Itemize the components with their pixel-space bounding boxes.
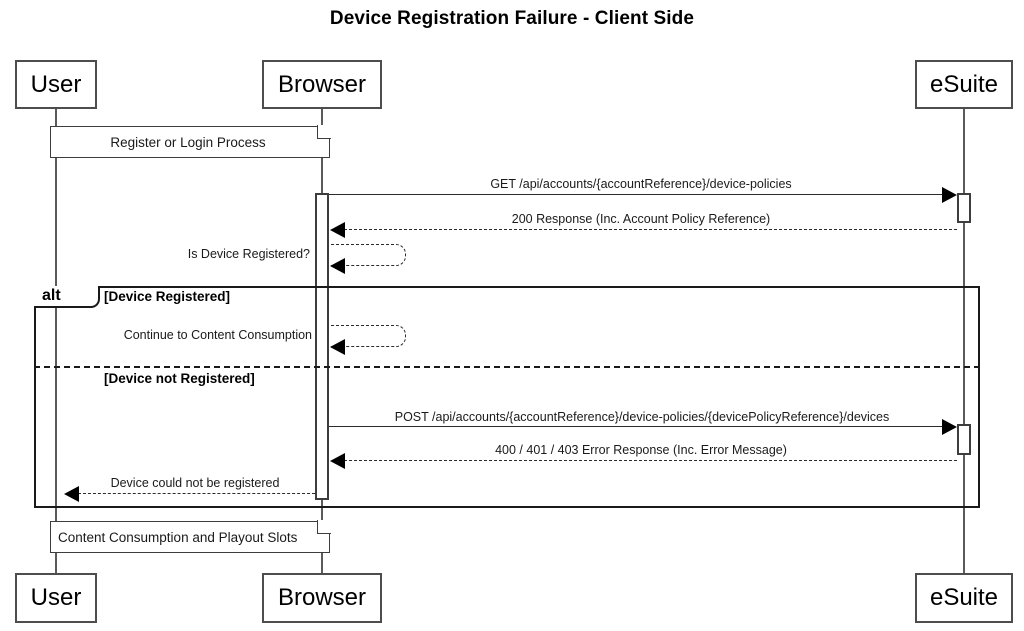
message-label-is-device-registered: Is Device Registered? xyxy=(187,247,310,261)
note-register-login: Register or Login Process xyxy=(50,125,331,158)
message-arrowhead-error-response xyxy=(330,453,345,469)
message-label-device-not-registered: Device could not be registered xyxy=(110,476,280,490)
note-fold-corner xyxy=(317,125,331,139)
message-selfloop-is-device-registered xyxy=(331,244,406,266)
message-line-get-device-policies xyxy=(329,194,954,195)
message-label-get-device-policies: GET /api/accounts/{accountReference}/dev… xyxy=(490,177,792,191)
participant-label: Browser xyxy=(277,70,367,98)
participant-label: eSuite xyxy=(929,584,999,611)
note-border xyxy=(50,521,330,553)
note-content-playout: Content Consumption and Playout Slots xyxy=(50,520,331,553)
message-label-post-devices: POST /api/accounts/{accountReference}/de… xyxy=(394,410,890,424)
note-text: Register or Login Process xyxy=(110,134,266,150)
message-line-device-not-registered xyxy=(78,493,315,494)
message-arrowhead-200-response xyxy=(330,222,345,238)
lifeline-esuite xyxy=(963,108,965,573)
message-arrowhead-is-device-registered xyxy=(330,258,345,274)
note-fold-corner xyxy=(317,520,331,534)
alt-fragment-divider xyxy=(34,366,980,368)
participant-user-bottom[interactable]: User xyxy=(15,573,97,623)
participant-label: User xyxy=(30,70,82,98)
message-arrowhead-continue-content-consumption xyxy=(330,339,345,355)
participant-label: User xyxy=(30,584,82,611)
participant-esuite-top[interactable]: eSuite xyxy=(915,60,1013,109)
participant-browser-bottom[interactable]: Browser xyxy=(262,573,382,623)
participant-esuite-bottom[interactable]: eSuite xyxy=(915,573,1013,623)
message-arrowhead-get-device-policies xyxy=(942,187,957,203)
message-label-error-response: 400 / 401 / 403 Error Response (Inc. Err… xyxy=(495,443,787,457)
participant-label: eSuite xyxy=(929,70,999,98)
message-arrowhead-device-not-registered xyxy=(64,486,79,502)
note-border xyxy=(50,126,330,158)
participant-browser-top[interactable]: Browser xyxy=(262,60,382,109)
alt-fragment xyxy=(34,286,980,508)
message-arrowhead-post-devices xyxy=(942,419,957,435)
message-line-error-response xyxy=(344,460,957,461)
message-selfloop-continue-content-consumption xyxy=(331,325,406,347)
lifeline-user xyxy=(55,108,57,573)
activation-esuite-post xyxy=(957,424,971,455)
note-text: Content Consumption and Playout Slots xyxy=(58,529,298,545)
message-line-post-devices xyxy=(329,426,954,427)
message-label-continue-content-consumption: Continue to Content Consumption xyxy=(123,328,312,342)
alt-fragment-operator-label: alt xyxy=(34,286,100,308)
participant-label: Browser xyxy=(277,584,367,611)
alt-operator-text: alt xyxy=(42,287,61,304)
activation-browser-main xyxy=(315,193,329,500)
participant-user-top[interactable]: User xyxy=(15,60,97,109)
alt-condition-device-registered: [Device Registered] xyxy=(104,289,231,304)
activation-esuite-get xyxy=(957,193,971,223)
message-label-200-response: 200 Response (Inc. Account Policy Refere… xyxy=(511,212,771,226)
page-title: Device Registration Failure - Client Sid… xyxy=(329,8,695,29)
alt-condition-device-not-registered: [Device not Registered] xyxy=(104,371,255,386)
message-line-200-response xyxy=(344,229,957,230)
